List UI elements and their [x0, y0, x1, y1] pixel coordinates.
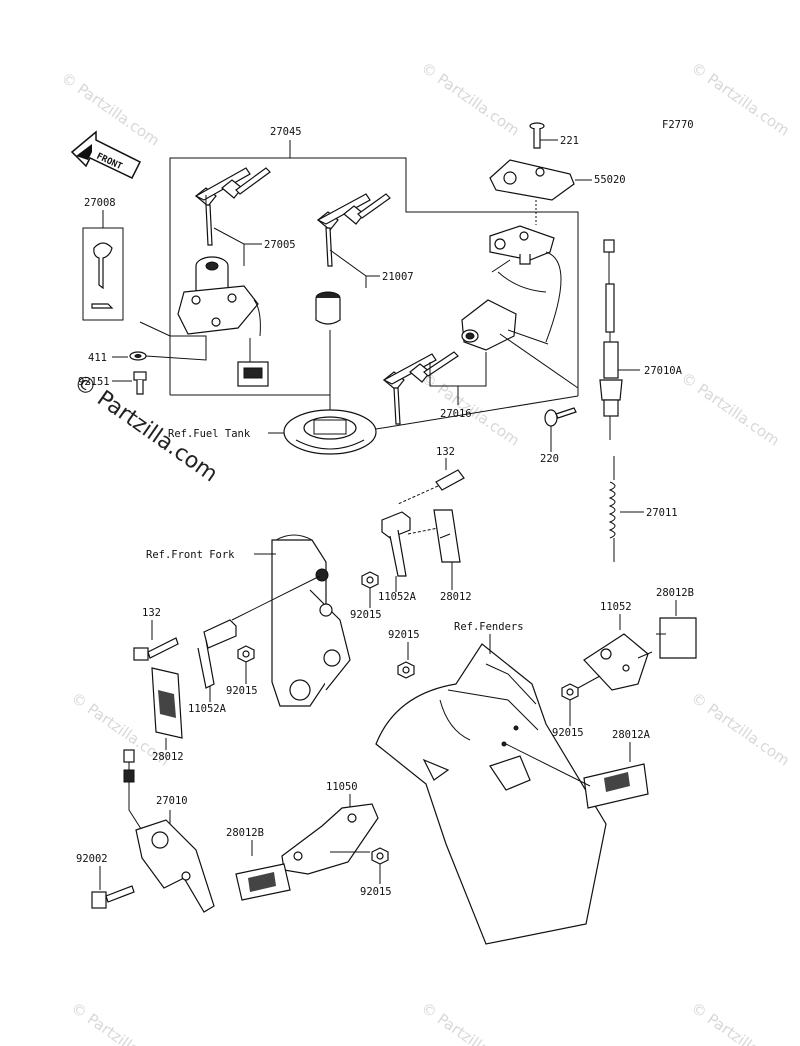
callout-27010A: 27010A — [644, 365, 683, 377]
set-bracket-27045 — [169, 140, 579, 431]
callout-92015-fork: 92015 — [226, 685, 258, 697]
seat-lock-icon — [489, 225, 562, 343]
callout-132-upper: 132 — [436, 446, 455, 458]
callout-27011: 27011 — [646, 507, 678, 519]
front-fork-icon — [271, 534, 351, 707]
callout-11052A-lower: 11052A — [188, 703, 227, 715]
bolt-92002-icon — [91, 885, 135, 909]
ref-fuel-tank: Ref.Fuel Tank — [168, 428, 251, 440]
brake-switch-27010-icon — [123, 749, 215, 913]
callout-11052A-upper: 11052A — [378, 591, 417, 603]
reflector-28012-upper-icon — [433, 509, 461, 563]
fuel-tank-cap-icon — [283, 409, 377, 455]
callout-220: 220 — [540, 453, 559, 465]
callout-21007: 21007 — [382, 271, 414, 283]
callout-11050: 11050 — [326, 781, 358, 793]
helmet-lock-icon — [461, 299, 579, 389]
callout-27016: 27016 — [440, 408, 472, 420]
callout-411: 411 — [88, 352, 107, 364]
bracket-11052-icon — [583, 633, 653, 691]
callout-27010: 27010 — [156, 795, 188, 807]
watermark: © Partzilla.com — [688, 59, 793, 140]
cap-insert-icon — [315, 291, 341, 325]
callout-28012-upper: 28012 — [440, 591, 472, 603]
callout-27005: 27005 — [264, 239, 296, 251]
watermark: © Partzilla.com — [58, 69, 163, 150]
callout-11052: 11052 — [600, 601, 632, 613]
front-arrow-icon: FRONT — [70, 130, 142, 179]
figure-code: F2770 — [662, 119, 694, 131]
rear-fender-icon — [375, 643, 607, 945]
reflector-28012B-lower-icon — [235, 863, 291, 901]
callout-55020: 55020 — [594, 174, 626, 186]
callout-27008: 27008 — [84, 197, 116, 209]
bolt-132-upper-icon — [397, 469, 465, 505]
stop-switch-27010A-icon — [599, 239, 623, 440]
bracket-11052A-upper-icon — [381, 511, 439, 577]
key-pair-27005-icon — [194, 167, 271, 246]
bracket-11050-icon — [281, 803, 379, 875]
nut-92015-fork-icon — [237, 645, 255, 663]
callout-92151: 92151 — [78, 376, 110, 388]
spring-27011-icon — [608, 456, 616, 562]
reflector-28012B-right-icon — [656, 617, 697, 659]
watermark: © Partzilla.com — [418, 59, 523, 140]
key-pair-27016-icon — [382, 351, 459, 425]
callout-92002: 92002 — [76, 853, 108, 865]
nut-92015-center-icon — [371, 847, 389, 865]
callout-28012A: 28012A — [612, 729, 651, 741]
ref-front-fork: Ref.Front Fork — [146, 549, 235, 561]
watermark: © Partzilla.com — [68, 999, 173, 1046]
key-blank-27008: 27008 — [82, 197, 124, 321]
callout-28012-lower: 28012 — [152, 751, 184, 763]
callout-92015-upper: 92015 — [350, 609, 382, 621]
bolt-220-icon — [544, 407, 577, 427]
callout-92015-fender: 92015 — [388, 629, 420, 641]
watermark: © Partzilla.com — [418, 999, 523, 1046]
callout-132-lower: 132 — [142, 607, 161, 619]
bolt-92151-icon — [133, 371, 147, 395]
callout-92015-center: 92015 — [360, 886, 392, 898]
washer-411-icon — [129, 351, 147, 361]
ref-fenders: Ref.Fenders — [454, 621, 524, 633]
watermark: © Partzilla.com — [688, 999, 793, 1046]
screw-221-icon — [529, 122, 545, 149]
reflector-28012-lower-icon — [151, 667, 183, 739]
plate-55020-icon — [489, 159, 575, 201]
watermark: © Partzilla.com — [688, 689, 793, 770]
callout-27045: 27045 — [270, 126, 302, 138]
bracket-11052A-lower-icon — [197, 619, 237, 689]
watermark: © Partzilla.com — [678, 369, 783, 450]
reflector-28012A-icon — [583, 763, 649, 809]
callout-28012B-lower: 28012B — [226, 827, 264, 839]
nut-92015-right-icon — [561, 683, 579, 701]
nut-92015-fender-icon — [397, 661, 415, 679]
bolt-132-lower-icon — [133, 637, 179, 661]
key-pair-21007-icon — [316, 193, 391, 267]
callout-28012B-right: 28012B — [656, 587, 694, 599]
callout-92015-right: 92015 — [552, 727, 584, 739]
nut-92015-upper-icon — [361, 571, 379, 589]
ignition-switch-icon — [177, 256, 269, 387]
callout-221: 221 — [560, 135, 579, 147]
